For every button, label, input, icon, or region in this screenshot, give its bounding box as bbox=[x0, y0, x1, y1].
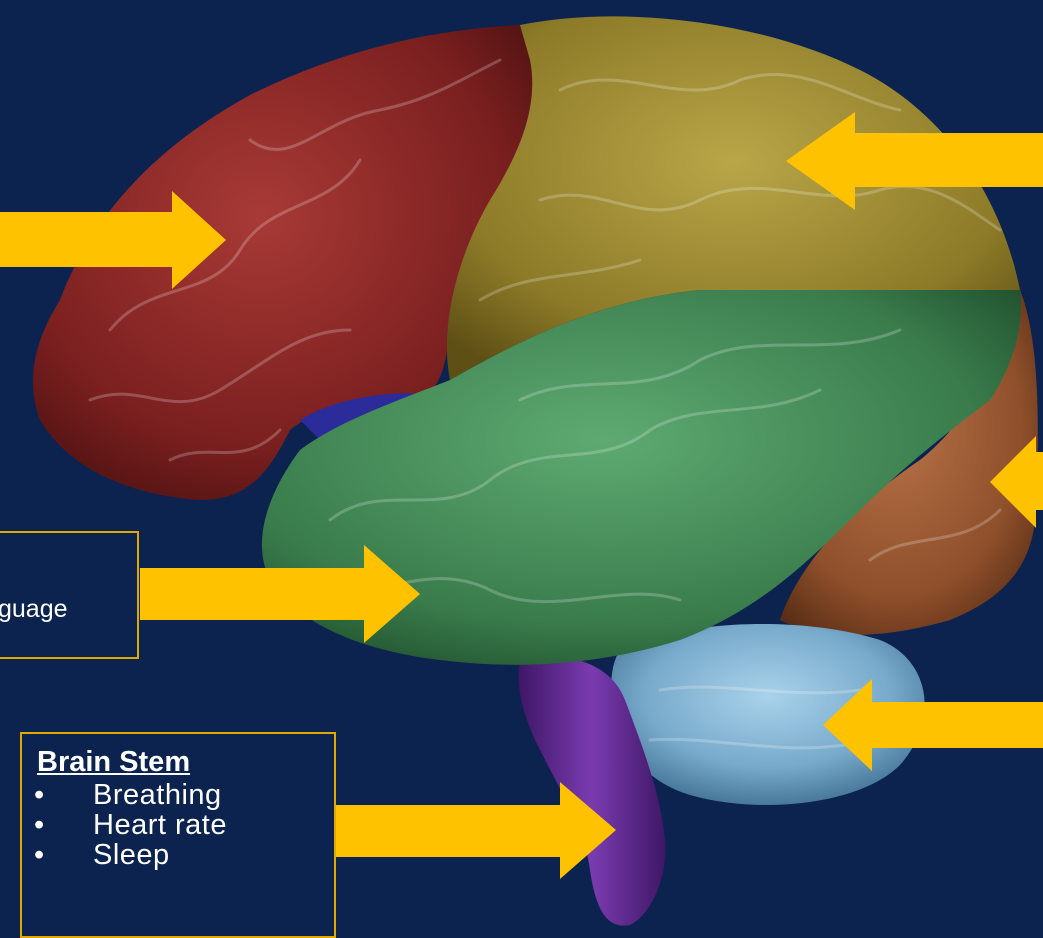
function-breathing: Breathing bbox=[93, 779, 222, 811]
bullet: • bbox=[34, 810, 45, 840]
temporal-lobe-label-box: guage bbox=[0, 531, 139, 659]
brain-stem-label-box: Brain Stem • Breathing • Heart rate • Sl… bbox=[20, 732, 336, 938]
bullet: • bbox=[34, 840, 45, 870]
list-item: • Breathing bbox=[22, 780, 334, 810]
function-sleep: Sleep bbox=[93, 839, 170, 871]
arrow-brain-stem bbox=[336, 782, 616, 879]
function-heart-rate: Heart rate bbox=[93, 809, 227, 841]
list-item: • Heart rate bbox=[22, 810, 334, 840]
brain-stem-function-list: • Breathing • Heart rate • Sleep bbox=[22, 780, 334, 870]
temporal-lobe-label-text: guage bbox=[0, 595, 68, 623]
brain-stem-title: Brain Stem bbox=[37, 744, 334, 780]
list-item: • Sleep bbox=[22, 840, 334, 870]
bullet: • bbox=[34, 780, 45, 810]
